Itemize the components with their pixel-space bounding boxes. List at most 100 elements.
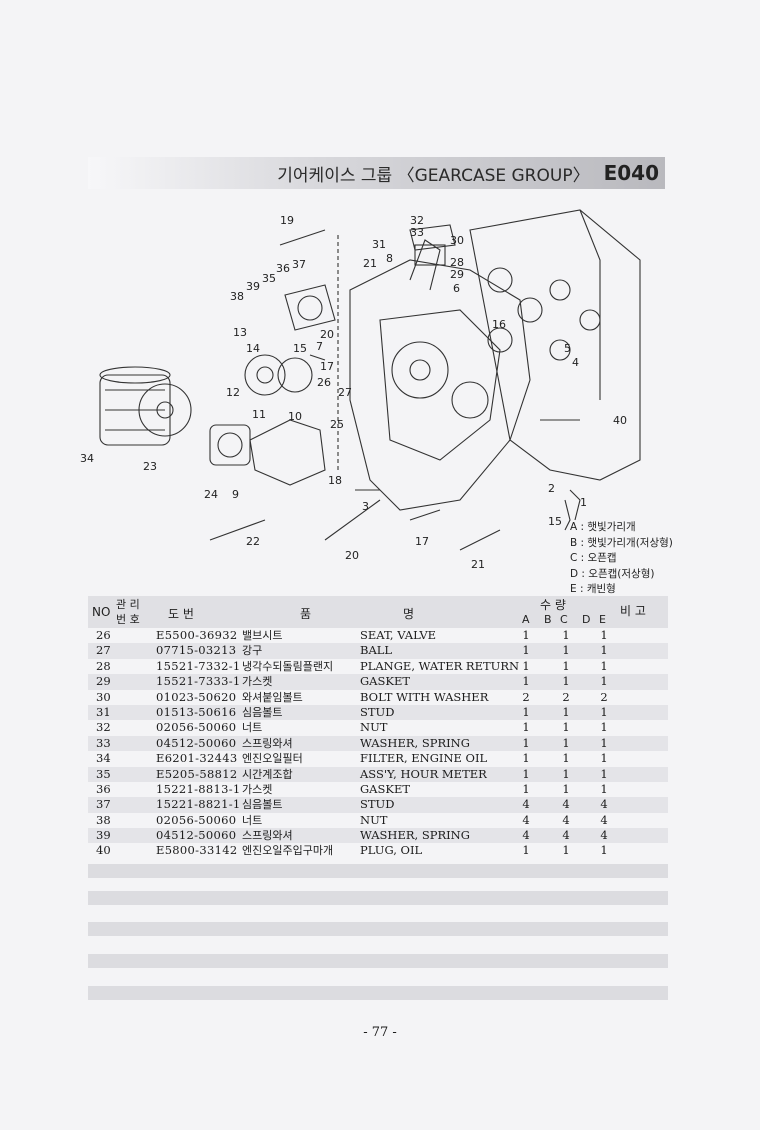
row-name-ko: 가스켓 [242,782,273,796]
row-name-ko: 엔진오일필터 [242,752,303,766]
legend-item-a: A : 햇빛가리개 [570,521,636,533]
row-qty-c: 1 [562,766,570,781]
svg-text:3: 3 [362,500,369,513]
blank-row-band [88,922,668,936]
svg-text:15: 15 [293,342,307,355]
svg-text:40: 40 [613,414,627,427]
row-part-number: E5500-36932 [156,628,238,642]
row-qty-e: 1 [600,735,608,750]
row-qty-a: 4 [522,797,530,812]
header-remarks: 비 고 [620,604,646,618]
row-part-number: E5800-33142 [156,843,238,858]
svg-text:25: 25 [330,418,344,431]
row-qty-a: 4 [522,812,530,827]
row-qty-c: 4 [562,812,570,827]
svg-text:26: 26 [317,376,331,389]
svg-text:5: 5 [564,342,571,355]
row-part-number: 15221-8821-1 [156,797,241,812]
svg-text:35: 35 [262,272,276,285]
row-qty-c: 1 [562,843,570,858]
row-name-ko: 너트 [242,813,263,827]
svg-text:10: 10 [288,410,302,423]
svg-text:38: 38 [230,290,244,303]
row-qty-e: 1 [600,704,608,719]
header-col-d: D [582,613,591,626]
svg-text:11: 11 [252,408,266,421]
row-no: 38 [96,812,111,827]
row-qty-e: 1 [600,843,608,858]
row-qty-e: 1 [600,658,608,673]
svg-text:19: 19 [280,214,294,227]
row-qty-e: 4 [600,828,608,843]
svg-text:21: 21 [471,558,485,571]
row-qty-e: 1 [600,720,608,735]
row-qty-a: 1 [522,843,530,858]
header-drawing: 도 번 [168,607,194,621]
row-qty-a: 1 [522,735,530,750]
row-part-number: 15521-7333-1 [156,674,241,689]
row-qty-c: 4 [562,797,570,812]
row-name-ko: 와셔붙임볼트 [242,690,303,704]
row-qty-a: 1 [522,674,530,689]
svg-text:18: 18 [328,474,342,487]
row-part-number: 15521-7332-1 [156,658,241,673]
svg-text:28: 28 [450,256,464,269]
row-qty-c: 1 [562,751,570,766]
row-no: 32 [96,720,111,735]
blank-row-band [88,864,668,878]
row-no: 28 [96,658,111,673]
svg-text:17: 17 [415,535,429,548]
row-name-ko: 밸브시트 [242,629,283,642]
row-no: 33 [96,735,111,750]
svg-text:34: 34 [80,452,94,465]
row-name-en: PLANGE, WATER RETURN [360,658,520,673]
svg-text:9: 9 [232,488,239,501]
row-qty-a: 1 [522,781,530,796]
row-qty-c: 1 [562,658,570,673]
header-col-c: C [560,613,568,626]
row-qty-a: 2 [522,689,530,704]
row-name-en: BALL [360,643,393,658]
svg-text:30: 30 [450,234,464,247]
svg-text:24: 24 [204,488,218,501]
row-qty-e: 1 [600,766,608,781]
page-number: - 77 - [363,1025,397,1040]
row-qty-a: 1 [522,643,530,658]
header-item: 품 [300,607,312,621]
row-name-ko: 스프링와셔 [242,736,293,750]
row-name-en: WASHER, SPRING [360,828,470,843]
row-no: 27 [96,643,111,658]
svg-text:2: 2 [548,482,555,495]
title-bar: 기어케이스 그룹 〈GEARCASE GROUP〉 E040 [88,157,665,189]
svg-text:4: 4 [572,356,579,369]
row-name-ko: 심음볼트 [242,705,283,719]
row-name-ko: 강구 [242,644,263,658]
svg-text:20: 20 [320,328,334,341]
blank-row-band [88,891,668,905]
row-qty-c: 1 [562,781,570,796]
svg-text:1: 1 [580,496,587,509]
svg-text:16: 16 [492,318,506,331]
svg-text:33: 33 [410,226,424,239]
row-qty-e: 4 [600,797,608,812]
row-qty-c: 1 [562,628,570,642]
row-qty-a: 1 [522,720,530,735]
row-name-ko: 엔진오일주입구마개 [242,844,334,858]
row-qty-e: 4 [600,812,608,827]
row-name-ko: 가스켓 [242,675,273,689]
header-no: NO [92,605,111,619]
group-code: E040 [603,161,659,185]
row-no: 36 [96,781,111,796]
row-name-en: FILTER, ENGINE OIL [360,751,488,766]
row-name-en: NUT [360,812,388,827]
row-no: 26 [96,628,111,642]
row-no: 40 [96,843,111,858]
